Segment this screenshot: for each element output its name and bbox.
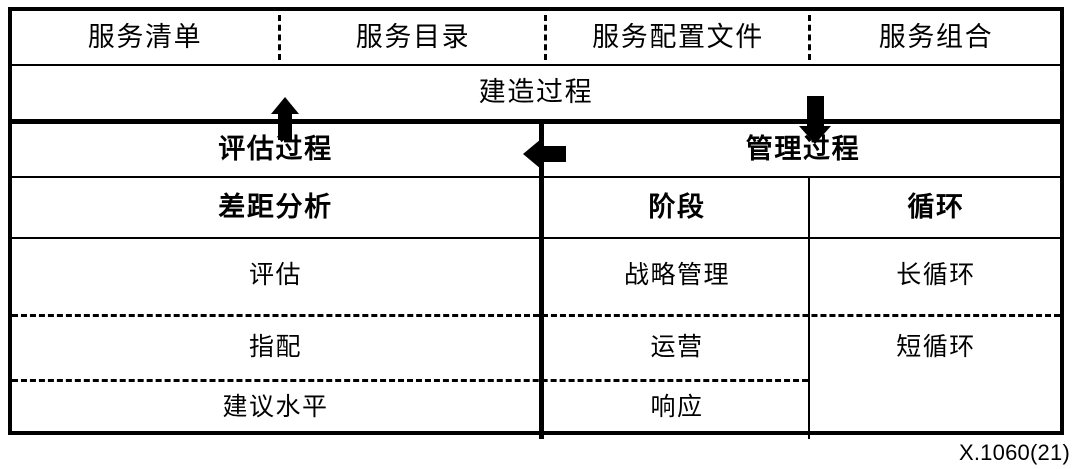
cell-phase-header-label: 阶段 [648, 191, 706, 222]
rule-below-catalogue [12, 64, 1060, 66]
rule-centre-divider [539, 119, 544, 439]
dashed-rule-body-1 [12, 314, 1060, 317]
divider-catalogue-2 [544, 15, 547, 60]
cell-phase-header: 阶段 [546, 178, 808, 237]
cell-cycle-header-label: 循环 [907, 191, 965, 222]
cell-cycle-short: 短循环 [812, 316, 1060, 380]
cell-service-catalogue: 服务目录 [282, 11, 544, 64]
arrow-down-management [799, 96, 832, 144]
arrow-left-management-to-assessment [523, 139, 566, 169]
rule-below-build-process [12, 119, 1060, 124]
rule-below-subheaders [12, 237, 1060, 239]
arrow-up-head [271, 97, 299, 114]
cell-gap-analysis-header: 差距分析 [12, 178, 539, 237]
cell-gap-analysis-evaluate-label: 评估 [248, 261, 302, 290]
cell-gap-analysis-recommended-level-label: 建议水平 [222, 393, 329, 422]
cell-service-profile-label: 服务配置文件 [592, 21, 764, 52]
cell-gap-analysis-assign-label: 指配 [248, 333, 302, 362]
figure-caption: X.1060(21) [958, 440, 1070, 465]
cell-service-portfolio: 服务组合 [812, 11, 1060, 64]
service-process-diagram: 服务清单 服务目录 服务配置文件 服务组合 建造过程 评估过程 管理过程 差距分… [8, 7, 1064, 439]
arrow-left-shaft [539, 146, 566, 162]
arrow-up-shaft [278, 110, 292, 140]
cell-phase-response-label: 响应 [650, 393, 704, 422]
cell-build-process: 建造过程 [12, 66, 1060, 119]
cell-service-catalogue-label: 服务目录 [355, 21, 471, 52]
cell-gap-analysis-recommended-level: 建议水平 [12, 381, 539, 435]
cell-service-list-label: 服务清单 [87, 21, 203, 52]
cell-cycle-long-label: 长循环 [896, 261, 976, 290]
rule-below-process-row [12, 176, 1060, 178]
divider-catalogue-3 [808, 15, 811, 60]
cell-cycle-short-label: 短循环 [896, 333, 976, 362]
cell-service-list: 服务清单 [12, 11, 278, 64]
arrow-up-assessment [271, 97, 299, 140]
cell-build-process-label: 建造过程 [478, 76, 594, 107]
cell-service-portfolio-label: 服务组合 [878, 21, 994, 52]
cell-cycle-long: 长循环 [812, 239, 1060, 313]
arrow-down-shaft [807, 96, 824, 129]
divider-catalogue-1 [278, 15, 281, 60]
arrow-down-head [799, 126, 831, 144]
cell-phase-strategic-management: 战略管理 [546, 239, 808, 313]
cell-phase-strategic-management-label: 战略管理 [623, 261, 730, 290]
cell-cycle-header: 循环 [812, 178, 1060, 237]
cell-phase-response: 响应 [546, 381, 808, 435]
cell-phase-operations-label: 运营 [650, 333, 704, 362]
cell-assessment-process: 评估过程 [12, 124, 539, 176]
cell-assessment-process-label: 评估过程 [218, 134, 333, 165]
rule-phase-cycle-divider [808, 178, 810, 439]
dashed-rule-body-2 [12, 379, 808, 382]
cell-gap-analysis-evaluate: 评估 [12, 239, 539, 313]
cell-gap-analysis-assign: 指配 [12, 316, 539, 380]
arrow-left-head [523, 139, 541, 169]
cell-phase-operations: 运营 [546, 316, 808, 380]
cell-gap-analysis-header-label: 差距分析 [218, 191, 333, 222]
cell-service-profile: 服务配置文件 [548, 11, 808, 64]
